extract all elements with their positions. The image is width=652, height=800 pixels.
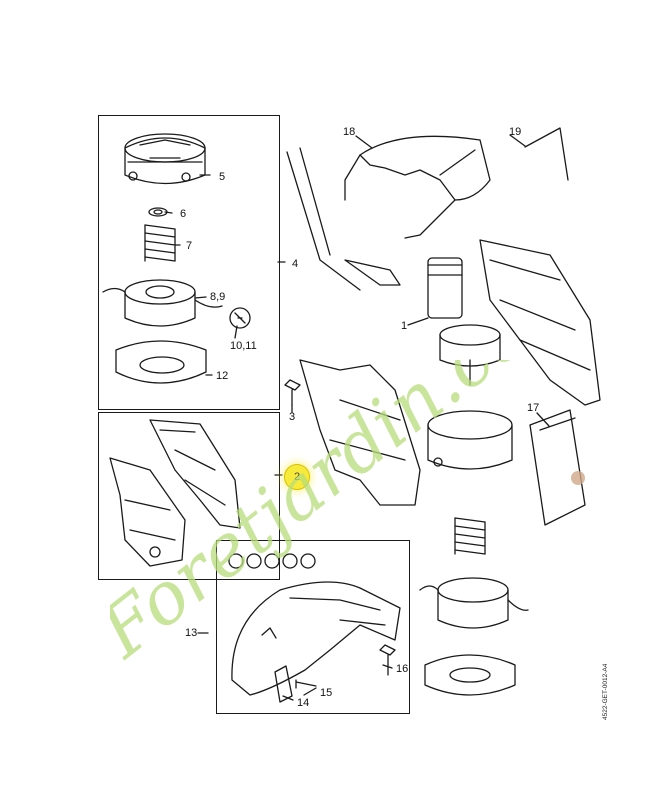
deflector-kit-frame xyxy=(98,412,280,580)
part-label-2-highlight[interactable]: 2 xyxy=(284,464,310,490)
part-label-2: 2 xyxy=(293,471,301,483)
part-label-3: 3 xyxy=(289,411,296,423)
spring-assembly xyxy=(454,517,486,555)
spool-kit-frame xyxy=(98,115,280,410)
line-cutter-part xyxy=(229,307,251,329)
shaft-part xyxy=(286,147,401,291)
housing-shell-part xyxy=(299,359,421,506)
spool-assembly xyxy=(419,577,529,629)
part-label-6: 6 xyxy=(180,208,187,220)
part-label-7: 7 xyxy=(186,240,193,252)
part-label-10-11: 10,11 xyxy=(230,340,257,352)
screw-part-3 xyxy=(284,379,301,406)
motor-part xyxy=(427,257,501,386)
part-label-19: 19 xyxy=(509,126,522,138)
drawing-code: 4522-GET-0012-A4 xyxy=(602,663,609,720)
guard-kit-frame xyxy=(216,540,410,714)
spool-part xyxy=(102,279,223,327)
blade-part-14 xyxy=(274,665,293,703)
part-label-14: 14 xyxy=(297,697,310,709)
spool-housing-assembly xyxy=(424,654,516,696)
screw-part-16 xyxy=(379,644,396,676)
part-label-5: 5 xyxy=(219,171,226,183)
goggles-part xyxy=(344,135,491,239)
part-label-16: 16 xyxy=(396,663,409,675)
part-label-8-9: 8,9 xyxy=(210,291,226,303)
part-label-15: 15 xyxy=(320,687,333,699)
part-label-1: 1 xyxy=(401,320,408,332)
part-label-13: 13 xyxy=(185,627,198,639)
wire-bracket-part xyxy=(529,409,586,526)
part-label-12: 12 xyxy=(216,370,229,382)
spool-housing-part xyxy=(115,340,207,384)
part-label-4: 4 xyxy=(292,258,299,270)
part-label-18: 18 xyxy=(343,126,356,138)
part-label-17: 17 xyxy=(527,402,540,414)
hex-key-part xyxy=(524,127,569,181)
spool-cap-assembly xyxy=(427,410,513,470)
deflector-kit-part xyxy=(109,419,241,567)
guard-part xyxy=(231,581,401,696)
screw-part-15 xyxy=(295,679,317,689)
motor-housing-part xyxy=(479,239,601,406)
leader-lines xyxy=(164,134,550,701)
